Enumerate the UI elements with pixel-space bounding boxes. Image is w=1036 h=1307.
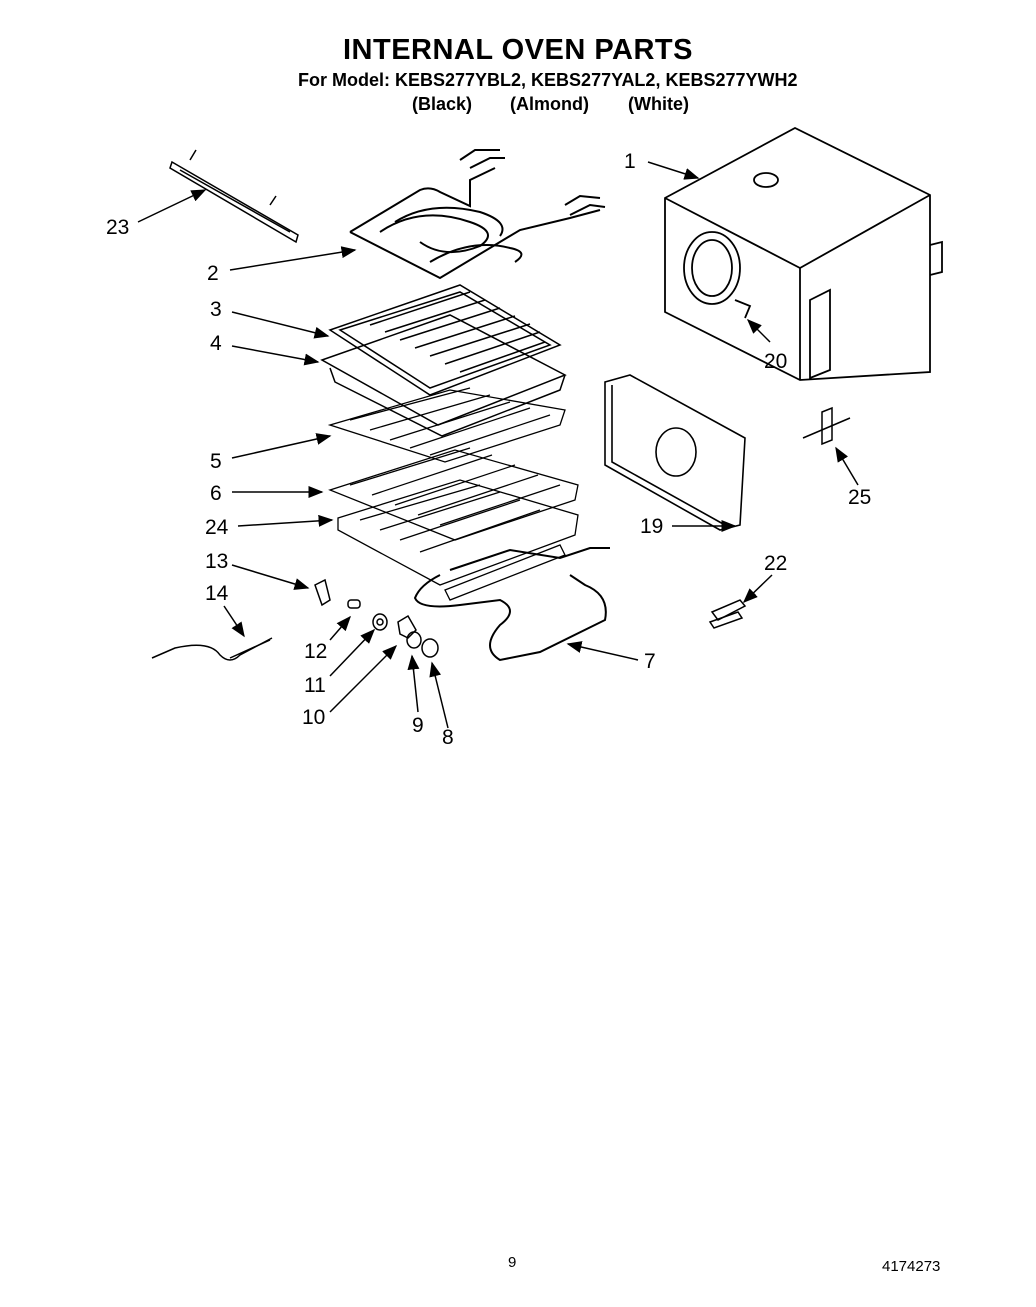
part-4-broiler-pan (320, 314, 567, 437)
part-5-oven-rack (327, 387, 566, 463)
callout-19: 19 (640, 515, 663, 538)
callout-3: 3 (210, 298, 222, 321)
part-2-broil-element (349, 149, 606, 280)
callout-11: 11 (304, 674, 326, 697)
part-14-temperature-sensor (151, 637, 273, 661)
callout-2: 2 (207, 262, 219, 285)
callout-1: 1 (624, 150, 636, 173)
callout-23: 23 (106, 216, 129, 239)
callout-12: 12 (304, 640, 327, 663)
part-19-fan-cover (604, 374, 746, 531)
callout-8: 8 (442, 726, 454, 749)
model-line: For Model: KEBS277YBL2, KEBS277YAL2, KEB… (298, 70, 798, 90)
leader-arrows (137, 161, 859, 729)
callout-6: 6 (210, 482, 222, 505)
page-number: 9 (508, 1254, 517, 1271)
callout-10: 10 (302, 706, 325, 729)
callout-7: 7 (644, 650, 656, 673)
callout-20: 20 (764, 350, 787, 373)
variant-black: (Black) (412, 94, 473, 114)
doc-number: 4174273 (882, 1258, 941, 1275)
part-22-clip (708, 599, 747, 629)
variant-almond: (Almond) (510, 94, 589, 114)
callout-24: 24 (205, 516, 229, 539)
small-hardware-parts (314, 578, 439, 658)
part-25-bracket (802, 406, 851, 446)
page-title: INTERNAL OVEN PARTS (342, 34, 693, 66)
variant-white: (White) (628, 94, 689, 114)
callout-14: 14 (205, 582, 229, 605)
part-3-broiler-grid (328, 284, 562, 396)
part-1-oven-cavity (664, 126, 943, 381)
callout-4: 4 (210, 332, 222, 355)
callout-22: 22 (764, 552, 787, 575)
part-24-rollout-rack (337, 479, 579, 601)
callout-13: 13 (205, 550, 228, 573)
part-23-rack-slide (169, 149, 299, 244)
callout-9: 9 (412, 714, 424, 737)
callout-25: 25 (848, 486, 871, 509)
callout-5: 5 (210, 450, 222, 473)
part-6-oven-rack (328, 447, 579, 541)
part-7-bake-element (413, 547, 610, 662)
